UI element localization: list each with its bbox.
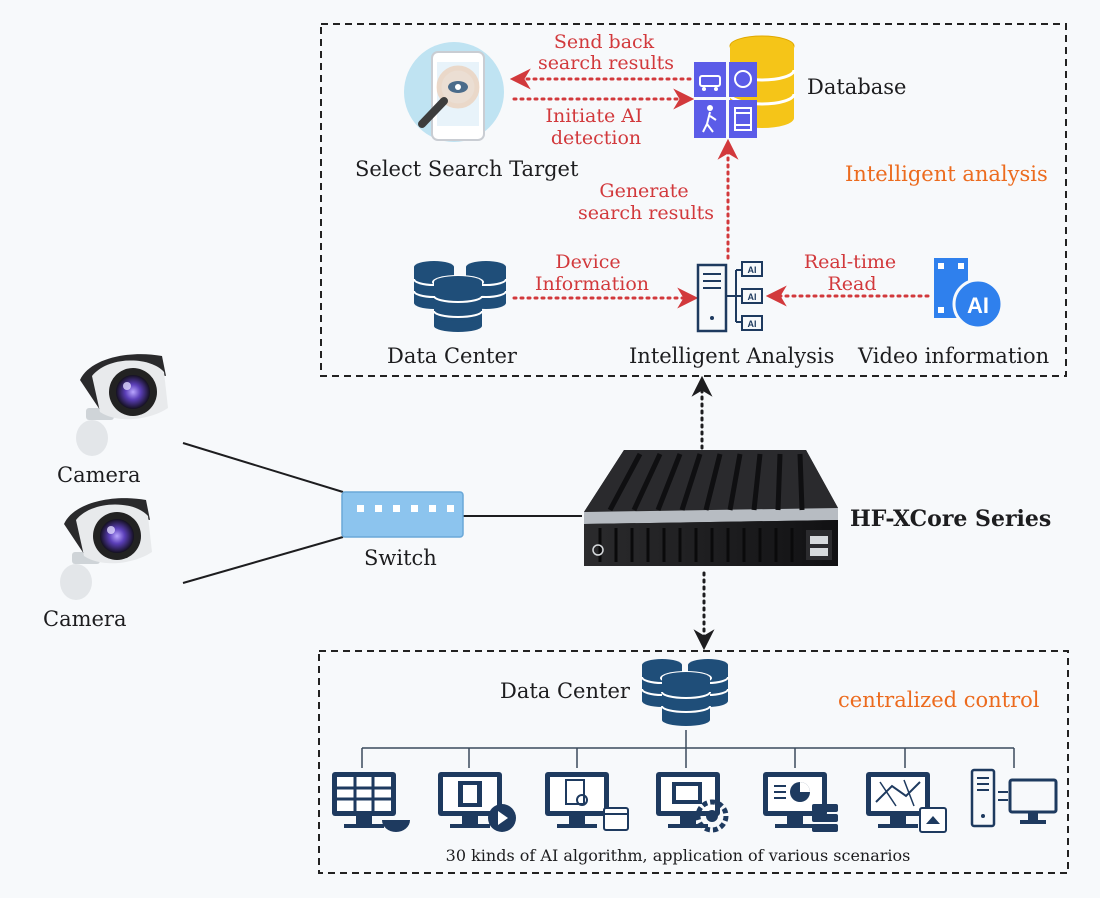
scenario-workstation-icon <box>970 768 1058 828</box>
realtime-read-label-2: Read <box>827 273 876 295</box>
intelligent-analysis-server-icon: AI AI AI <box>696 261 763 333</box>
camera-1-label: Camera <box>57 463 141 487</box>
hf-xcore-device-icon <box>584 450 838 566</box>
video-ai-badge: AI <box>967 293 989 318</box>
send-back-label-2: search results <box>538 52 674 74</box>
data-center-icon-bottom <box>641 659 729 726</box>
scenario-video-playback-icon <box>438 772 516 832</box>
database-label: Database <box>807 75 906 99</box>
centralized-control-panel <box>318 650 1069 874</box>
camera-2-icon <box>60 498 152 600</box>
centralized-control-label: centralized control <box>838 688 1040 712</box>
camera-1-icon <box>76 354 168 456</box>
generate-results-label-2: search results <box>578 202 714 224</box>
device-name-label: HF-XCore Series <box>850 506 1051 532</box>
ai-module-badge-3: AI <box>748 319 757 329</box>
data-center-label-top: Data Center <box>387 344 518 368</box>
scenario-analytics-icon <box>763 772 838 832</box>
initiate-ai-label-1: Initiate AI <box>545 105 642 127</box>
ai-module-badge-2: AI <box>748 292 757 302</box>
data-center-label-bottom: Data Center <box>500 679 631 703</box>
select-search-target-icon <box>404 42 504 142</box>
scenario-document-search-icon <box>545 772 629 831</box>
video-information-label: Video information <box>857 344 1049 368</box>
data-center-icon <box>413 261 507 332</box>
switch-label: Switch <box>364 546 437 570</box>
intelligent-analysis-label: Intelligent Analysis <box>629 344 834 368</box>
scenario-map-monitoring-icon <box>866 772 947 833</box>
intelligent-analysis-panel-label: Intelligent analysis <box>845 162 1048 186</box>
network-switch-icon <box>341 491 464 538</box>
send-back-label-1: Send back <box>554 31 655 53</box>
video-ai-icon: AI <box>934 258 1004 330</box>
select-search-target-label: Select Search Target <box>355 157 579 181</box>
scenario-image-settings-icon <box>656 772 729 833</box>
camera-2-label: Camera <box>43 607 127 631</box>
camera-1-link <box>182 442 344 493</box>
device-info-label-1: Device <box>555 251 620 273</box>
ai-module-badge-1: AI <box>748 265 757 275</box>
database-icon <box>694 35 796 138</box>
generate-results-label-1: Generate <box>599 180 688 202</box>
device-info-label-2: Information <box>535 273 649 295</box>
bottom-caption: 30 kinds of AI algorithm, application of… <box>446 846 911 865</box>
scenario-video-wall-icon <box>332 772 410 832</box>
distribution-tree <box>361 730 1015 768</box>
realtime-read-label-1: Real-time <box>804 251 896 273</box>
camera-2-link <box>182 536 344 584</box>
initiate-ai-label-2: detection <box>551 127 641 149</box>
